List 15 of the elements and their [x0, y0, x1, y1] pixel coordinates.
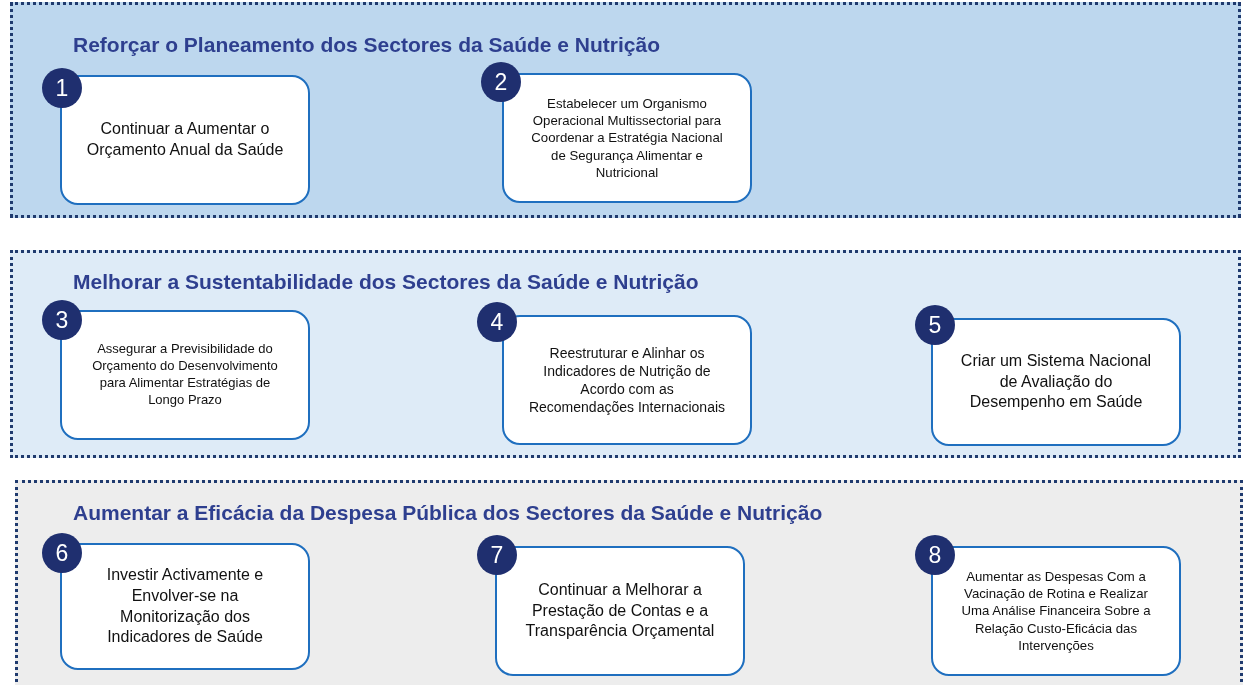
- number-badge: 4: [477, 302, 517, 342]
- action-card: Reestruturar e Alinhar os Indicadores de Nutrição de Acordo com as Recomendações Internacionais: [502, 315, 752, 445]
- section-heading: Aumentar a Eficácia da Despesa Pública dos Sectores da Saúde e Nutrição: [73, 501, 823, 525]
- number-badge: 8: [915, 535, 955, 575]
- section-panel: [15, 480, 1243, 685]
- section-heading: Melhorar a Sustentabilidade dos Sectores da Saúde e Nutrição: [73, 270, 699, 294]
- number-badge: 1: [42, 68, 82, 108]
- number-badge: 6: [42, 533, 82, 573]
- number-badge: 5: [915, 305, 955, 345]
- number-badge: 7: [477, 535, 517, 575]
- section-panel: [10, 2, 1241, 218]
- section-heading: Reforçar o Planeamento dos Sectores da Saúde e Nutrição: [73, 33, 660, 57]
- number-badge: 3: [42, 300, 82, 340]
- section-panel: [10, 250, 1241, 458]
- number-badge: 2: [481, 62, 521, 102]
